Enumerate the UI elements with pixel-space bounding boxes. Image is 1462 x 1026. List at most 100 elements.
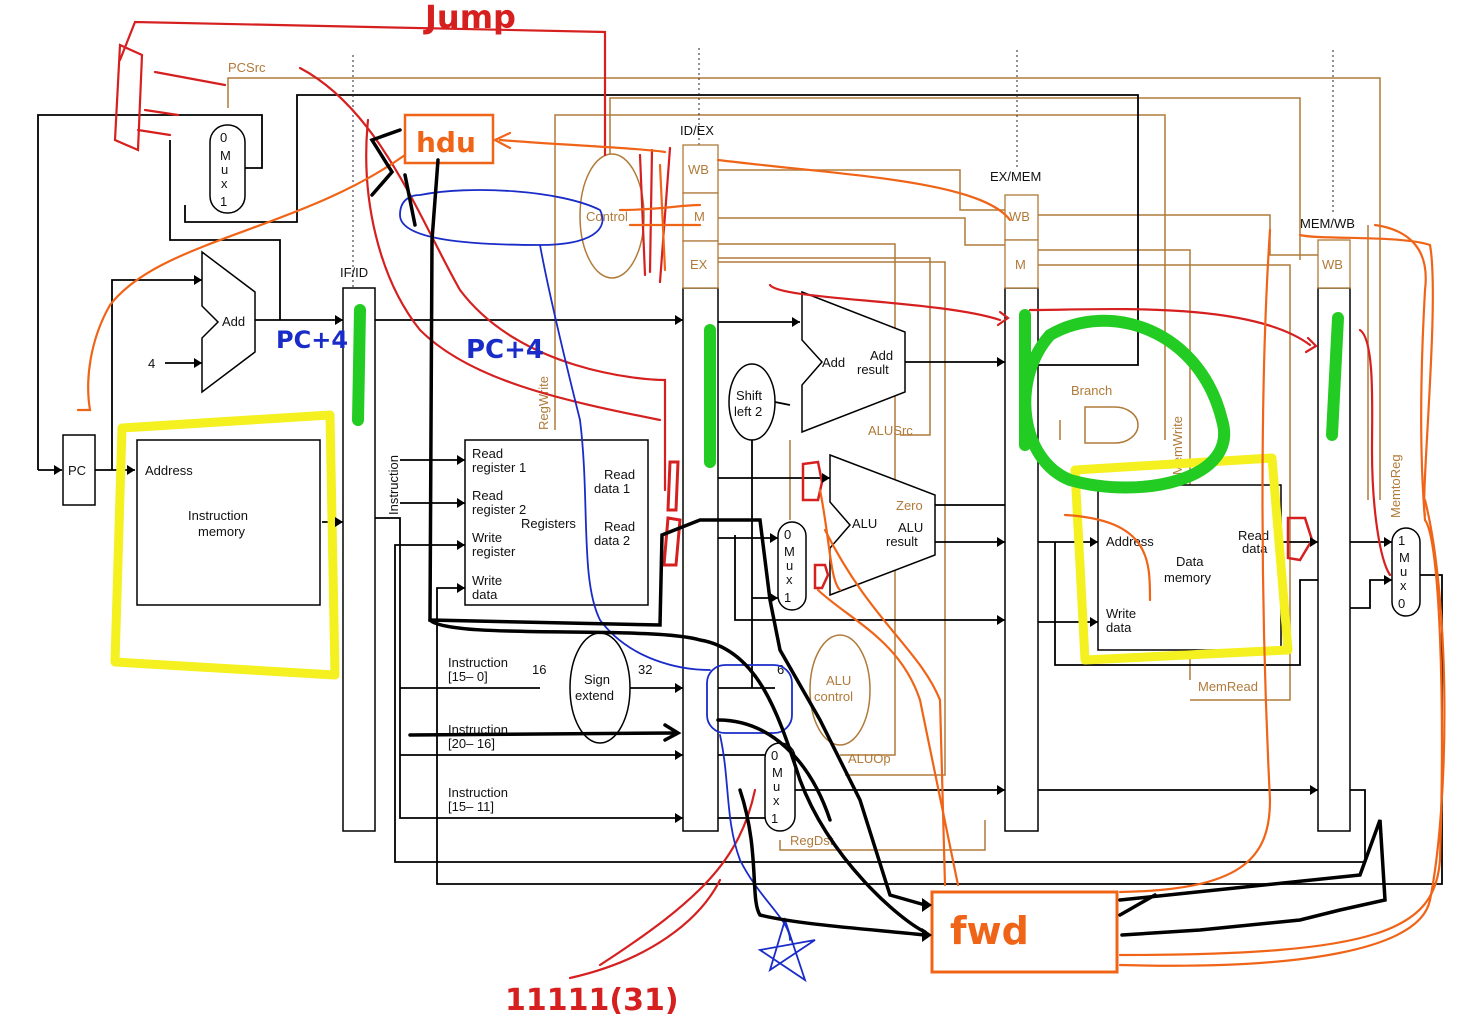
instruction-memory-block	[136, 439, 321, 606]
pc-adder	[201, 250, 256, 394]
instr-15-11-b: [15– 11]	[448, 799, 494, 814]
registers-label: Registers	[521, 516, 576, 531]
register-file	[464, 439, 649, 606]
read-data1-a: Read	[604, 467, 635, 482]
pcsrc-label: PCSrc	[228, 60, 266, 75]
exmem-wb-box	[1004, 194, 1039, 241]
alu-in1-mark	[801, 460, 824, 502]
dm-label-2: memory	[1164, 570, 1211, 585]
instruction-label: Instruction	[386, 455, 401, 515]
block-labels: PCSrc PC 4 Add 0 M u x 1 Address Instruc…	[68, 60, 1410, 848]
add-result-2: result	[857, 362, 889, 377]
read-reg2-b: register 2	[472, 502, 526, 517]
read-reg2-a: Read	[472, 488, 503, 503]
exmem-m-label: M	[1015, 257, 1026, 272]
memwb-label: MEM/WB	[1300, 216, 1355, 231]
dm-write-2: data	[1106, 620, 1132, 635]
blue-sign-box	[706, 664, 793, 734]
green-marks	[352, 304, 1344, 494]
shift-left-2	[728, 363, 776, 441]
memread-label: MemRead	[1198, 679, 1258, 694]
read-data2-a: Read	[604, 519, 635, 534]
sign-extend-2: extend	[575, 688, 614, 703]
alusrc-mux-m: M	[784, 544, 795, 559]
dm-label-1: Data	[1176, 554, 1204, 569]
branch-label: Branch	[1071, 383, 1112, 398]
functional-blocks	[62, 124, 1421, 832]
idex-m-box	[682, 192, 719, 242]
idex-ex-label: EX	[690, 257, 708, 272]
black-handwritten	[369, 128, 1387, 937]
write-reg-a: Write	[472, 530, 502, 545]
dm-out-mark	[1286, 516, 1314, 562]
memwb-wb-label: WB	[1322, 257, 1343, 272]
width-6-label: 6	[777, 662, 784, 677]
red-annotations	[113, 20, 1392, 980]
regwrite-label: RegWrite	[536, 376, 551, 430]
reg31-annotation: 11111(31)	[505, 983, 679, 1018]
sign-extend-1: Sign	[584, 672, 610, 687]
dm-read-2: data	[1242, 541, 1268, 556]
idex-wb-box	[682, 144, 719, 194]
mux-0-label: 0	[220, 130, 227, 145]
alusrc-mux	[777, 521, 807, 611]
alu	[829, 453, 936, 597]
four-label: 4	[148, 356, 155, 371]
dm-write-1: Write	[1106, 606, 1136, 621]
instr-mem-label-2: memory	[198, 524, 245, 539]
alu-label: ALU	[852, 516, 877, 531]
idex-m-label: M	[694, 209, 705, 224]
aluop-label: ALUOp	[848, 751, 891, 766]
regdst-mux-u: u	[773, 779, 780, 794]
read-reg1-b: register 1	[472, 460, 526, 475]
exmem-m-box	[1004, 239, 1039, 289]
branch-adder	[801, 290, 906, 434]
read-data1-b: data 1	[594, 481, 630, 496]
memwb-green-mark	[1326, 312, 1344, 441]
write-reg-b: register	[472, 544, 516, 559]
zero-label: Zero	[896, 498, 923, 513]
mux-x-label: x	[221, 176, 228, 191]
arrowheads	[54, 275, 1392, 942]
regdst-mux-0: 0	[771, 748, 778, 763]
alusrc-label: ALUSrc	[868, 423, 913, 438]
memtoreg-mux-m: M	[1399, 550, 1410, 565]
read-reg1-a: Read	[472, 446, 503, 461]
exmem-wb-label: WB	[1009, 209, 1030, 224]
alu-control	[809, 634, 871, 746]
alusrc-mux-0: 0	[784, 527, 791, 542]
mux-u-label: u	[221, 162, 228, 177]
pc4-annotation-b: PC+4	[466, 335, 544, 365]
write-data-b: data	[472, 587, 498, 602]
alusrc-mux-1: 1	[784, 590, 791, 605]
alu-in2-mark	[813, 563, 830, 590]
regdst-mux-x: x	[773, 793, 780, 808]
control-wires	[227, 77, 1381, 851]
handwritten-text: Jump hdu PC+4 PC+4 fwd 11111(31)	[276, 0, 1029, 1018]
pc-block	[62, 434, 96, 506]
memwb-wb-box	[1317, 239, 1351, 289]
reg-read2-mark	[662, 516, 682, 567]
control-unit	[579, 153, 645, 279]
dm-address-label: Address	[1106, 534, 1154, 549]
memtoreg-mux	[1391, 527, 1421, 617]
alusrc-mux-x: x	[786, 572, 793, 587]
fwd-box	[930, 890, 1119, 974]
exmem-label: EX/MEM	[990, 169, 1041, 184]
mux-m-label: M	[220, 148, 231, 163]
ifid-register	[342, 287, 376, 832]
dm-read-1: Read	[1238, 528, 1269, 543]
memtoreg-label: MemtoReg	[1388, 454, 1403, 518]
instr-15-11-a: Instruction	[448, 785, 508, 800]
blue-control-loop	[399, 189, 604, 246]
hdu-annotation: hdu	[416, 126, 476, 159]
orange-annotations	[76, 113, 1446, 974]
instr-mem-label-1: Instruction	[188, 508, 248, 523]
regdst-mux-m: M	[772, 765, 783, 780]
regdst-label: RegDst	[790, 833, 834, 848]
reg-read1-mark	[666, 460, 680, 512]
data-memory-block	[1097, 484, 1282, 651]
red-pc-mux	[113, 43, 144, 152]
branch-and-gate	[1084, 406, 1139, 444]
